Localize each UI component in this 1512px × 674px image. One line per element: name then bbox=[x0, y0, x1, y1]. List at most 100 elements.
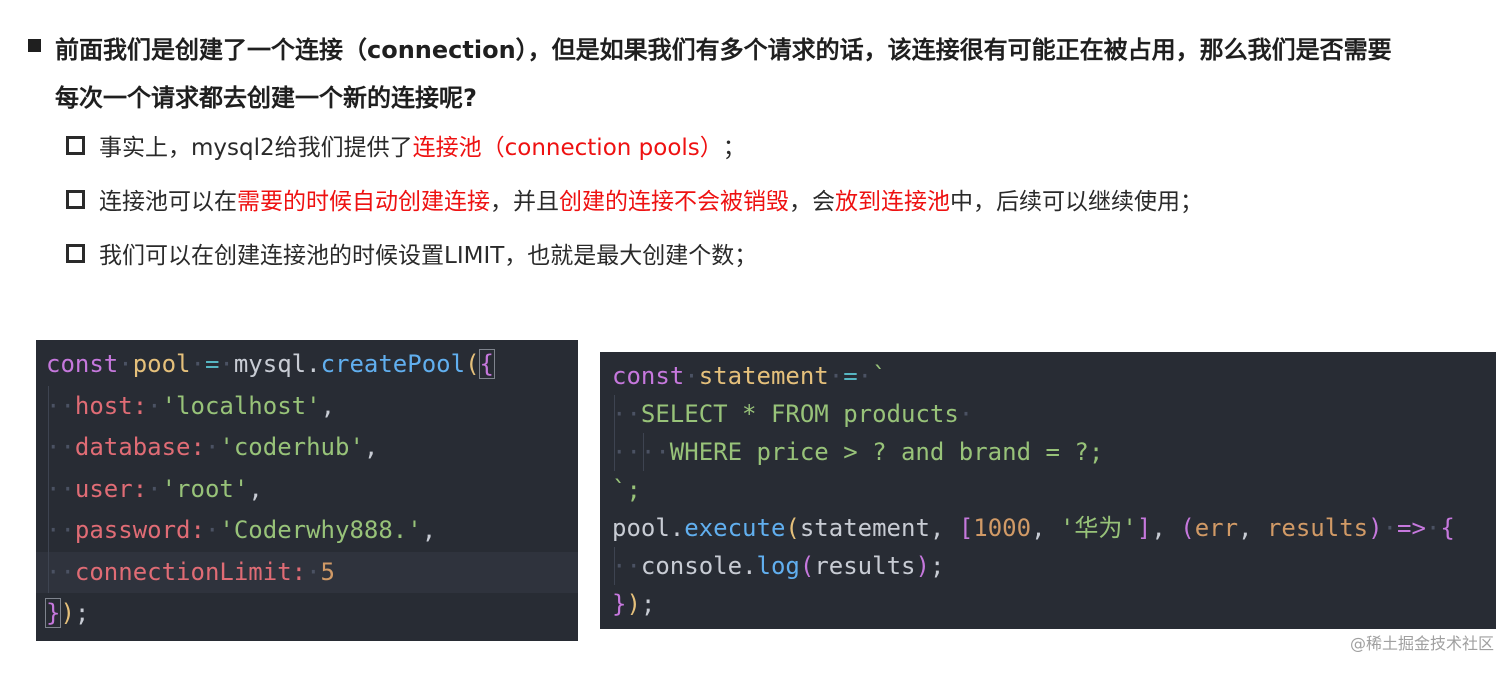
sub-point-text: 事实上，mysql2给我们提供了 bbox=[99, 135, 413, 161]
code-line-highlighted: ··connectionLimit:·5 bbox=[36, 551, 578, 593]
code-brace: { bbox=[478, 349, 496, 379]
code-brace: { bbox=[1440, 514, 1455, 542]
code-function: execute bbox=[684, 514, 786, 542]
sub-point-text: ； bbox=[722, 135, 746, 161]
code-object: pool bbox=[612, 514, 670, 542]
code-comma: , bbox=[1151, 514, 1181, 542]
code-line: ····WHERE price > ? and brand = ?; bbox=[600, 433, 1496, 471]
sub-point-connection-pools: 事实上，mysql2给我们提供了连接池（connection pools）； bbox=[66, 118, 1486, 172]
code-operator: = bbox=[204, 350, 220, 378]
code-sql-text: SELECT * FROM products bbox=[640, 400, 959, 428]
code-line: ··console.log(results); bbox=[600, 547, 1496, 585]
code-comma: , bbox=[929, 514, 959, 542]
sub-point-text: ，并且 bbox=[490, 189, 559, 215]
main-point-line-1: 前面我们是创建了一个连接（connection），但是如果我们有多个请求的话，该… bbox=[55, 36, 1392, 64]
code-number: 1000 bbox=[973, 514, 1032, 542]
sub-point-auto-create: 连接池可以在需要的时候自动创建连接，并且创建的连接不会被销毁，会放到连接池中，后… bbox=[66, 172, 1486, 226]
code-paren: ) bbox=[60, 599, 75, 627]
code-semicolon: ; bbox=[74, 599, 90, 627]
code-variable: pool bbox=[132, 350, 191, 378]
code-line: ··host:·'localhost', bbox=[36, 385, 578, 427]
code-paren: ( bbox=[1180, 514, 1195, 542]
sub-point-text: 我们可以在创建连接池的时候设置LIMIT，也就是最大创建个数； bbox=[99, 243, 758, 269]
code-line: pool.execute(statement, [1000, '华为'], (e… bbox=[612, 514, 1455, 542]
watermark: @稀土掘金技术社区 bbox=[1349, 634, 1494, 653]
code-block-create-pool: const·pool·=·mysql.createPool({ ··host:·… bbox=[36, 340, 578, 641]
code-property: user: bbox=[74, 474, 148, 503]
code-brace: } bbox=[44, 598, 62, 628]
code-variable: statement bbox=[698, 362, 829, 390]
code-argument: results bbox=[814, 552, 916, 580]
code-comma: , bbox=[421, 516, 437, 544]
code-parameter: err bbox=[1194, 514, 1239, 542]
highlight-text: 连接池（connection pools） bbox=[412, 135, 723, 161]
sub-point-text: 中，后续可以继续使用； bbox=[950, 189, 1203, 215]
code-template-tick: ` bbox=[872, 362, 887, 390]
code-keyword: const bbox=[612, 362, 685, 390]
hollow-square-bullet-icon bbox=[66, 243, 85, 263]
code-comma: , bbox=[248, 474, 263, 503]
code-comma: , bbox=[1238, 514, 1267, 542]
code-line: ··database:·'coderhub', bbox=[36, 427, 578, 469]
code-property: connectionLimit: bbox=[74, 557, 307, 586]
hollow-square-bullet-icon bbox=[66, 189, 85, 209]
code-argument: statement bbox=[799, 514, 930, 542]
code-line: }); bbox=[600, 585, 1496, 623]
code-arrow: => bbox=[1397, 514, 1426, 542]
code-block-execute: const·statement·=·` ··SELECT * FROM prod… bbox=[600, 352, 1496, 629]
code-paren: ( bbox=[799, 552, 815, 580]
code-parameter: results bbox=[1266, 514, 1369, 542]
code-bracket: [ bbox=[958, 514, 974, 542]
hollow-square-bullet-icon bbox=[66, 135, 85, 155]
code-property: host: bbox=[74, 391, 148, 420]
highlight-text: 创建的连接不会被销毁 bbox=[559, 189, 789, 215]
code-function: createPool bbox=[320, 350, 466, 378]
code-bracket: ] bbox=[1136, 514, 1152, 542]
code-dot: . bbox=[742, 552, 757, 580]
filled-square-bullet-icon bbox=[28, 39, 41, 52]
sub-point-text: ，会 bbox=[789, 189, 835, 215]
code-string: 'Coderwhy888.' bbox=[219, 516, 422, 544]
code-comma: , bbox=[363, 433, 379, 461]
code-template-end: `; bbox=[612, 476, 641, 504]
code-paren: ) bbox=[1368, 514, 1383, 542]
code-dot: . bbox=[306, 350, 321, 378]
code-object: mysql bbox=[233, 350, 307, 378]
code-line: `; bbox=[600, 471, 1496, 509]
highlight-text: 需要的时候自动创建连接 bbox=[237, 189, 490, 215]
code-paren: ( bbox=[785, 514, 800, 542]
code-comma: , bbox=[320, 391, 336, 420]
highlight-text: 放到连接池 bbox=[835, 189, 950, 215]
code-string: 'localhost' bbox=[161, 391, 321, 420]
code-property: password: bbox=[74, 516, 205, 544]
code-sql-text: WHERE price > ? and brand = ?; bbox=[669, 438, 1104, 466]
code-semicolon: ; bbox=[640, 590, 656, 618]
code-number: 5 bbox=[320, 557, 335, 586]
code-comma: , bbox=[1031, 514, 1060, 542]
code-string: 'root' bbox=[161, 474, 249, 503]
code-property: database: bbox=[74, 433, 205, 461]
code-line: ··user:·'root', bbox=[36, 468, 578, 510]
main-point-line-2: 每次一个请求都去创建一个新的连接呢? bbox=[55, 84, 477, 112]
code-object: console bbox=[640, 552, 743, 580]
code-string: '华为' bbox=[1059, 514, 1137, 542]
main-point-text: 前面我们是创建了一个连接（connection），但是如果我们有多个请求的话，该… bbox=[55, 26, 1392, 122]
code-semicolon: ; bbox=[929, 552, 945, 580]
code-line: }); bbox=[36, 593, 578, 635]
code-paren: ) bbox=[915, 552, 930, 580]
code-paren: ( bbox=[465, 350, 480, 378]
code-line: ··SELECT * FROM products· bbox=[600, 395, 1496, 433]
code-line: const·statement·=·` bbox=[612, 362, 887, 390]
main-bullet-point: 前面我们是创建了一个连接（connection），但是如果我们有多个请求的话，该… bbox=[28, 26, 1488, 122]
code-line: const·pool·=·mysql.createPool({ bbox=[46, 349, 496, 379]
code-line: ··password:·'Coderwhy888.', bbox=[36, 510, 578, 552]
code-keyword: const bbox=[46, 350, 119, 378]
sub-bullet-list: 事实上，mysql2给我们提供了连接池（connection pools）； 连… bbox=[66, 118, 1486, 280]
code-operator: = bbox=[843, 362, 858, 390]
code-paren: ) bbox=[626, 590, 641, 618]
sub-point-limit: 我们可以在创建连接池的时候设置LIMIT，也就是最大创建个数； bbox=[66, 226, 1486, 280]
code-dot: . bbox=[669, 514, 685, 542]
code-brace: } bbox=[612, 590, 627, 618]
code-string: 'coderhub' bbox=[219, 433, 364, 461]
